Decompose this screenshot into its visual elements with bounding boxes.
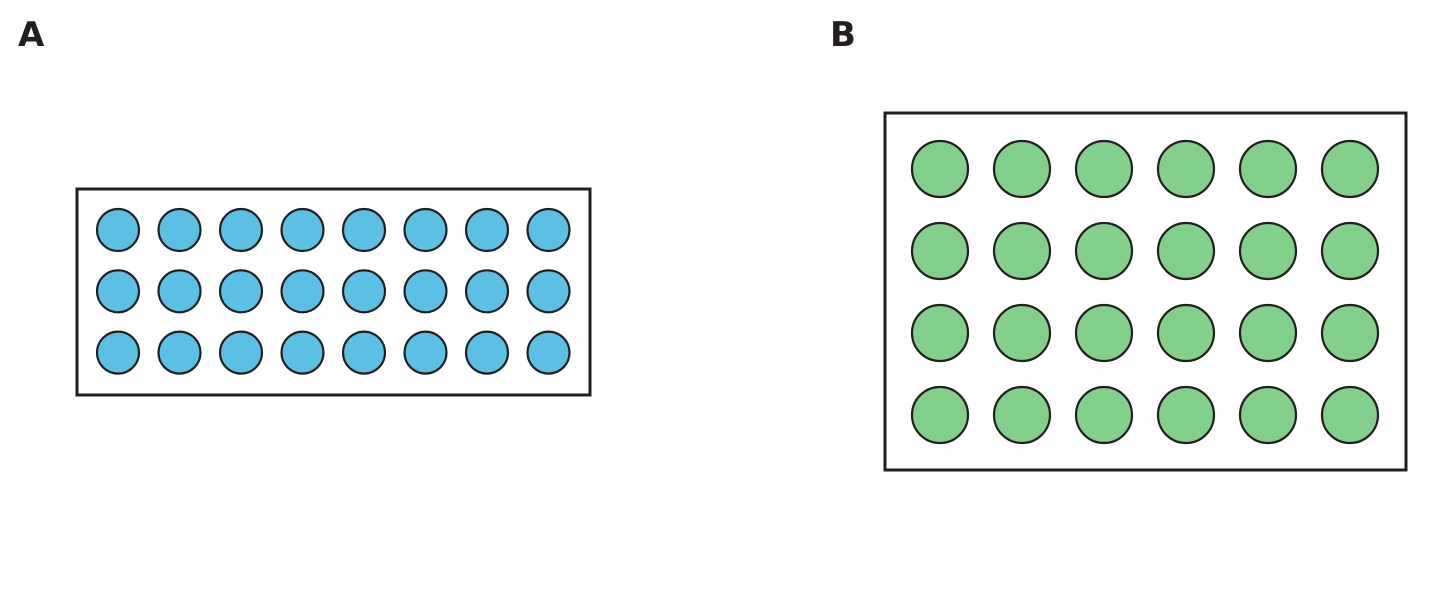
panel-a-circle [526, 330, 571, 375]
panel-a-circle [464, 330, 510, 375]
panel-a-circle [280, 330, 325, 375]
panel-b-circle [1238, 303, 1298, 363]
panel-b-circle [992, 303, 1052, 363]
panel-b-circle [1074, 385, 1134, 445]
panel-b-circle [1156, 139, 1216, 199]
panel-a-circle [464, 269, 510, 314]
panel-a-circle [341, 207, 387, 253]
panel-a-circle [280, 269, 325, 314]
panel-a-circle [526, 269, 571, 314]
panel-b-circle [1238, 385, 1298, 445]
panel-a-circle [157, 269, 202, 314]
panel-a-circle [157, 207, 202, 253]
panel-a-circle [218, 330, 264, 375]
panel-b-dots [910, 139, 1380, 445]
panel-b-circle [1074, 139, 1134, 199]
panel-b-frame [883, 111, 1408, 472]
panel-a-circle [464, 207, 510, 253]
panel-b-circle [1074, 303, 1134, 363]
panel-b-circle [910, 221, 970, 281]
panel-a-circle [157, 330, 202, 375]
panel-a-circle [95, 207, 141, 253]
panel-a-label: A [18, 15, 45, 55]
panel-a: A [18, 15, 592, 397]
panel-a-circle [95, 269, 141, 314]
panel-b-circle [1238, 139, 1298, 199]
panel-b-circle [910, 303, 970, 363]
panel-a-circle [95, 330, 141, 375]
panel-b-label: B [830, 15, 856, 55]
panel-a-circle [280, 207, 325, 253]
panel-a-circle [341, 269, 387, 314]
panel-a-circle [526, 207, 571, 253]
panel-b-circle [1156, 303, 1216, 363]
panel-b-circle [992, 139, 1052, 199]
panel-a-circle [403, 269, 448, 314]
panel-b-circle [1320, 139, 1380, 199]
panel-b-circle [1074, 221, 1134, 281]
panel-b-circle [1156, 385, 1216, 445]
panel-b: B [830, 15, 1408, 472]
panel-b-circle [992, 221, 1052, 281]
panel-a-circle [403, 330, 448, 375]
panel-b-circle [910, 385, 970, 445]
panel-a-circle [341, 330, 387, 375]
panel-b-circle [1320, 303, 1380, 363]
panel-b-circle [1238, 221, 1298, 281]
panel-b-circle [992, 385, 1052, 445]
panel-a-circle [218, 269, 264, 314]
panel-b-circle [910, 139, 970, 199]
panel-b-circle [1320, 221, 1380, 281]
panel-b-circle [1156, 221, 1216, 281]
panel-a-circle [218, 207, 264, 253]
panel-a-circle [403, 207, 448, 253]
panel-a-dots [95, 207, 571, 375]
panel-b-circle [1320, 385, 1380, 445]
panel-a-frame [75, 187, 592, 397]
